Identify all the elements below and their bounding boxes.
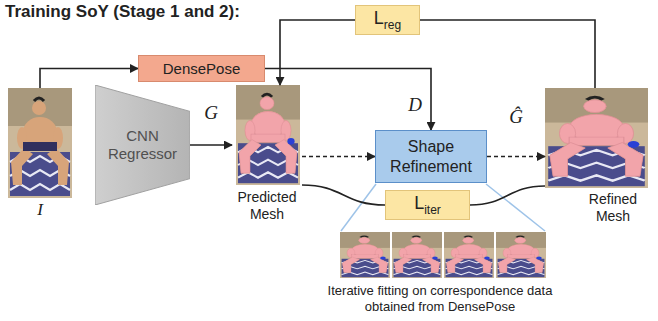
loss-letter: L [374, 8, 384, 28]
fitting-step-picture [392, 232, 442, 278]
fitting-step-picture [340, 232, 390, 278]
edge-label: D [406, 95, 424, 116]
connector-arrow [420, 20, 595, 88]
connector-arrow [487, 156, 545, 158]
process-box: DensePose [138, 55, 265, 82]
loss-subscript: reg [384, 18, 401, 32]
loss-box: Lreg [355, 5, 420, 35]
loss-subscript: iter [424, 203, 441, 217]
node-label: DensePose [163, 60, 241, 78]
connector-arrow [302, 185, 385, 205]
refined-mesh-picture [545, 88, 648, 188]
regressor-trapezoid: CNN Regressor [95, 85, 190, 205]
image-caption: Predicted Mesh [232, 189, 302, 223]
zoom-line [341, 184, 376, 231]
fitting-step-picture [444, 232, 494, 278]
edge-label: G [202, 103, 220, 124]
loss-symbol: Lreg [374, 8, 401, 32]
diagram-title: Training SoY (Stage 1 and 2): [5, 2, 240, 22]
input-photo [8, 88, 72, 198]
input-image: I [8, 88, 72, 220]
loss-symbol: Liter [414, 193, 441, 217]
edge-label: Ĝ [507, 106, 525, 127]
fitting-step-picture [496, 232, 546, 278]
image-caption: I [8, 200, 72, 220]
connector-arrow [302, 156, 375, 158]
image-caption: Refined Mesh [578, 191, 648, 225]
connector-arrow [470, 186, 545, 205]
loss-letter: L [414, 193, 424, 213]
node-label: Shape Refinement [382, 137, 480, 175]
predicted-mesh-picture [236, 85, 300, 185]
process-box: Shape Refinement [375, 130, 487, 183]
node-label: CNN Regressor [107, 127, 179, 163]
mesh-image: Refined Mesh [545, 88, 648, 225]
mesh-image: Predicted Mesh [232, 85, 302, 223]
loss-box: Liter [385, 190, 470, 220]
connector-arrow [190, 144, 232, 146]
connector-arrow [280, 20, 355, 85]
connector-arrow [265, 69, 431, 131]
figure-note: Iterative fitting on correspondence data… [310, 283, 570, 314]
connector-arrow [40, 69, 138, 89]
trapezoid-shape [95, 85, 190, 205]
